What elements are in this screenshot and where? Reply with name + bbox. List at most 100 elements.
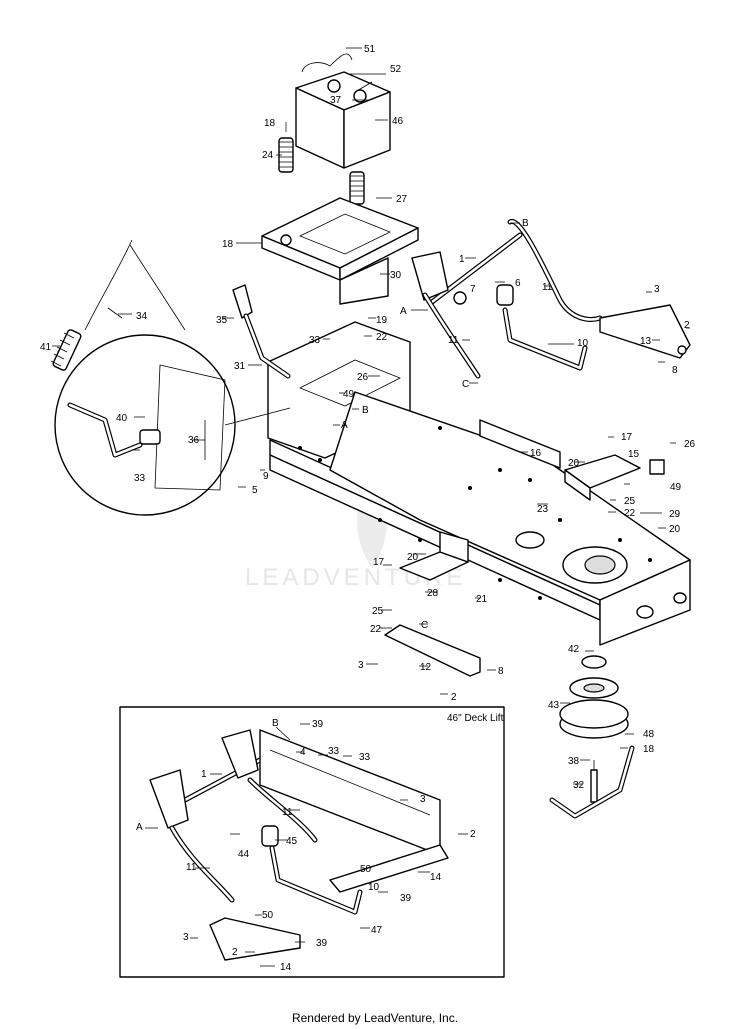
callout-17-right: 17 — [621, 432, 633, 443]
pto-cable — [50, 239, 133, 371]
callout-C-frame: C — [421, 620, 428, 631]
callout-11-right: 11 — [542, 282, 553, 293]
callout-22-right: 22 — [624, 508, 636, 519]
pulley-assembly — [549, 655, 635, 819]
inset-callout-2-bottom: 2 — [232, 947, 238, 958]
callout-13: 13 — [640, 336, 652, 347]
callout-35: 35 — [216, 315, 228, 326]
callout-A-frame: A — [341, 420, 348, 431]
callout-26-right: 26 — [684, 439, 696, 450]
callout-26-dash: 26 — [357, 372, 369, 383]
inset-callout-11-top: 11 — [282, 807, 293, 818]
main-frame — [267, 321, 691, 646]
pto-lever — [232, 284, 291, 379]
inset-callout-39-mid: 39 — [400, 893, 412, 904]
lift-assembly — [384, 219, 691, 677]
callout-1: 1 — [459, 254, 465, 265]
callout-38: 38 — [568, 756, 580, 767]
callout-49-right: 49 — [670, 482, 682, 493]
callout-36: 36 — [188, 435, 200, 446]
callout-29: 29 — [669, 509, 681, 520]
callout-3-right: 3 — [654, 284, 660, 295]
callout-27: 27 — [396, 194, 408, 205]
inset-callout-50-right: 50 — [360, 864, 372, 875]
callout-32: 32 — [573, 780, 585, 791]
callout-42: 42 — [568, 644, 580, 655]
leader-lines — [52, 47, 690, 785]
battery-tray — [261, 197, 419, 305]
callout-20-right-low: 20 — [669, 524, 681, 535]
inset-callout-3-bottom: 3 — [183, 932, 189, 943]
callout-A-lift: A — [400, 306, 407, 317]
inset-callout-50-left: 50 — [262, 910, 274, 921]
callout-33-dash: 33 — [309, 335, 321, 346]
callout-33-detail: 33 — [134, 473, 146, 484]
deck-lift-inset: 46" Deck Lift — [119, 706, 505, 978]
inset-callout-39-bottom: 39 — [316, 938, 328, 949]
callout-15: 15 — [628, 449, 640, 460]
callout-43: 43 — [548, 700, 560, 711]
callout-22-dash: 22 — [376, 332, 388, 343]
inset-callouts: B 39 4 33 33 1 3 11 A 44 45 2 14 50 10 3… — [136, 718, 476, 973]
callout-30: 30 — [390, 270, 402, 281]
callout-2-right: 2 — [684, 320, 690, 331]
inset-callout-2-right: 2 — [470, 829, 476, 840]
inset-callout-33-b: 33 — [359, 752, 371, 763]
main-callouts: 51 52 37 46 18 24 27 18 30 B 1 6 7 A 11 … — [40, 44, 696, 791]
callout-22-left: 22 — [370, 624, 382, 635]
callout-3-left: 3 — [358, 660, 364, 671]
callout-20-left: 20 — [407, 552, 419, 563]
inset-callout-45: 45 — [286, 836, 298, 847]
inset-callout-47: 47 — [371, 925, 383, 936]
inset-leader-lines — [145, 723, 468, 967]
callout-48: 48 — [643, 729, 655, 740]
callout-46: 46 — [392, 116, 404, 127]
battery — [295, 53, 391, 169]
callout-28: 28 — [427, 588, 439, 599]
callout-2-left: 2 — [451, 692, 457, 703]
inset-callout-11-left: 11 — [186, 862, 197, 873]
callout-16: 16 — [530, 448, 542, 459]
inset-callout-14-bottom: 14 — [280, 962, 292, 973]
callout-18-tray: 18 — [222, 239, 234, 250]
inset-callout-3-top: 3 — [420, 794, 426, 805]
inset-callout-14-right: 14 — [430, 872, 442, 883]
callout-31: 31 — [234, 361, 246, 372]
inset-callout-10: 10 — [368, 882, 380, 893]
callout-9: 9 — [263, 471, 269, 482]
callout-8-right: 8 — [672, 365, 678, 376]
callout-34: 34 — [136, 311, 148, 322]
callout-12: 12 — [420, 662, 432, 673]
callout-25-right: 25 — [624, 496, 636, 507]
callout-37: 37 — [330, 95, 342, 106]
inset-callout-33-a: 33 — [328, 746, 340, 757]
callout-19: 19 — [376, 315, 388, 326]
footer-credit: Rendered by LeadVenture, Inc. — [291, 1011, 459, 1025]
inset-callout-39-top: 39 — [312, 719, 324, 730]
inset-title: 46" Deck Lift — [447, 713, 504, 724]
callout-B-frame: B — [362, 405, 369, 416]
inset-callout-44: 44 — [238, 849, 250, 860]
callout-10: 10 — [577, 338, 589, 349]
inset-callout-1: 1 — [201, 769, 207, 780]
inset-callout-A: A — [136, 822, 143, 833]
detail-magnifier — [54, 244, 291, 516]
spring-right — [349, 171, 365, 205]
callout-B-lift: B — [522, 218, 529, 229]
callout-23: 23 — [537, 504, 549, 515]
callout-25-left: 25 — [372, 606, 384, 617]
callout-6: 6 — [515, 278, 521, 289]
callout-17-left: 17 — [373, 557, 385, 568]
callout-51: 51 — [364, 44, 376, 55]
callout-C-lift: C — [462, 379, 469, 390]
callout-41: 41 — [40, 342, 52, 353]
callout-11-left: 11 — [448, 335, 459, 346]
callout-18-pulley: 18 — [643, 744, 655, 755]
callout-40: 40 — [116, 413, 128, 424]
callout-8-left: 8 — [498, 666, 504, 677]
inset-callout-B: B — [272, 718, 279, 729]
callout-24: 24 — [262, 150, 274, 161]
callout-21: 21 — [476, 594, 488, 605]
inset-callout-4: 4 — [300, 747, 306, 758]
